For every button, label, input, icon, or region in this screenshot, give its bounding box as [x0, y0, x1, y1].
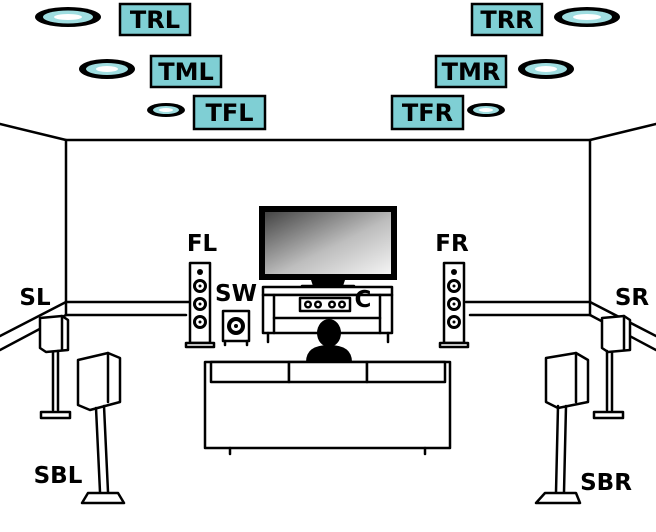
- label-fr: FR: [435, 231, 469, 257]
- label-c: C: [355, 287, 372, 313]
- speaker-sr: [592, 314, 632, 420]
- label-sl: SL: [19, 285, 51, 311]
- label-box-tfl: TFL: [192, 94, 267, 131]
- label-tfr: TFR: [402, 99, 453, 127]
- label-sw: SW: [215, 281, 257, 307]
- listener: [306, 319, 352, 362]
- tv: [259, 206, 397, 292]
- speaker-sl: [38, 314, 72, 420]
- speaker-sbl: [76, 351, 126, 505]
- ceiling-speaker-tfr: [467, 103, 505, 117]
- label-box-tmr: TMR: [434, 54, 508, 89]
- ceiling-speaker-trr: [554, 7, 620, 27]
- label-box-tfr: TFR: [390, 94, 465, 131]
- label-box-trr: TRR: [470, 2, 544, 37]
- ceiling-speaker-tmr: [518, 59, 574, 79]
- label-sbr: SBR: [580, 470, 632, 496]
- label-sbl: SBL: [34, 463, 83, 489]
- label-box-tml: TML: [149, 54, 223, 89]
- sofa: [203, 360, 452, 456]
- label-tfl: TFL: [205, 99, 253, 127]
- label-box-trl: TRL: [118, 2, 192, 37]
- speaker-sbr: [534, 351, 590, 505]
- ceiling-speaker-trl: [35, 7, 101, 27]
- label-tmr: TMR: [442, 58, 501, 86]
- subwoofer: [221, 309, 251, 347]
- label-trl: TRL: [130, 6, 180, 34]
- label-trr: TRR: [480, 6, 533, 34]
- speaker-fr: [438, 261, 470, 349]
- ceiling-speaker-tml: [79, 59, 135, 79]
- speaker-fl: [184, 261, 216, 349]
- center-speaker: [298, 296, 352, 313]
- label-sr: SR: [615, 285, 650, 311]
- label-tml: TML: [158, 58, 214, 86]
- label-fl: FL: [187, 231, 218, 257]
- ceiling-speaker-tfl: [147, 103, 185, 117]
